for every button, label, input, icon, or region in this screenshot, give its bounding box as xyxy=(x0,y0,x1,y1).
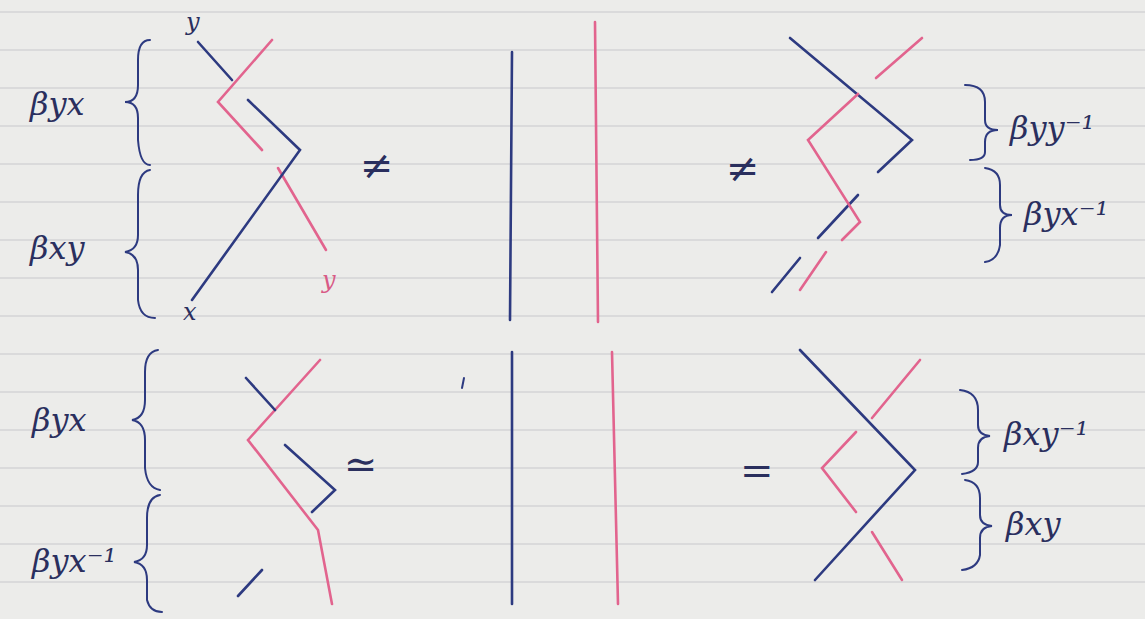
pink-strand xyxy=(800,252,826,290)
blue-strand xyxy=(192,100,300,300)
blue-strand xyxy=(510,52,512,320)
braid-generator-label: βyx xyxy=(32,404,87,436)
paper-rules xyxy=(0,12,1145,582)
braid-generator-label: βyy⁻¹ xyxy=(1010,112,1094,144)
braid-generator-label: βyx⁻¹ xyxy=(1024,198,1108,230)
brace xyxy=(960,390,992,570)
strand-label: y xyxy=(186,10,200,34)
blue-strand xyxy=(285,445,335,512)
strand-label: x xyxy=(183,300,197,324)
strand-label: y xyxy=(322,268,336,292)
brace xyxy=(965,85,1012,262)
blue-strand xyxy=(800,350,915,580)
blue-strand xyxy=(198,42,232,80)
pink-strand xyxy=(822,432,856,512)
braid-generator-label: βxy xyxy=(1006,508,1061,540)
relation-symbol: ≃ xyxy=(344,444,378,484)
pink-strand xyxy=(278,168,326,250)
braid-generator-label: βxy⁻¹ xyxy=(1004,418,1088,450)
pink-strand xyxy=(248,360,332,604)
pink-strand xyxy=(872,360,920,418)
relation-symbol: ≠ xyxy=(360,145,394,185)
brace xyxy=(125,40,155,318)
pink-strand xyxy=(808,94,860,240)
brace xyxy=(132,350,162,612)
tick-mark xyxy=(462,378,464,388)
pink-strand xyxy=(218,40,272,150)
braid-generator-label: βyx⁻¹ xyxy=(32,545,116,577)
blue-strand xyxy=(238,570,262,596)
blue-strand xyxy=(246,378,275,410)
pink-strand xyxy=(872,532,902,580)
pink-strand xyxy=(876,38,922,78)
blue-strand xyxy=(790,38,912,172)
blue-strand xyxy=(511,352,514,604)
braid-generator-label: βxy xyxy=(30,232,85,264)
pink-strand xyxy=(612,352,618,604)
pink-strand xyxy=(595,22,598,322)
braid-generator-label: βyx xyxy=(30,88,85,120)
relation-symbol: ≠ xyxy=(726,148,760,188)
relation-symbol: = xyxy=(740,450,774,490)
blue-strand xyxy=(772,258,800,292)
